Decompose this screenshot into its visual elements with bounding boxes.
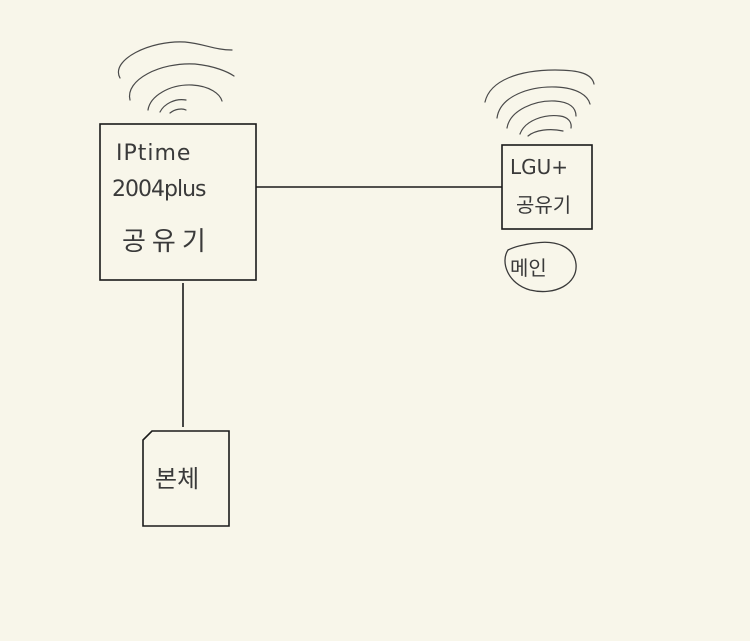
wifi-signal-icon — [484, 69, 595, 137]
lgu-router-box — [501, 144, 593, 230]
main-badge-circle — [504, 241, 577, 293]
pc-box — [142, 430, 230, 527]
wifi-signal-icon — [117, 41, 235, 114]
iptime-router-label-line3: 공유기 — [122, 227, 212, 257]
iptime-router-box — [99, 123, 257, 281]
pc-label: 본체 — [155, 465, 199, 493]
lgu-router-label-line1: LGU+ — [510, 155, 568, 179]
main-badge-label: 메인 — [510, 256, 547, 280]
iptime-router-label-line2: 2004plus — [112, 177, 206, 202]
lgu-router-label-line2: 공유기 — [516, 193, 571, 217]
iptime-router-label-line1: IPtime — [116, 141, 191, 166]
